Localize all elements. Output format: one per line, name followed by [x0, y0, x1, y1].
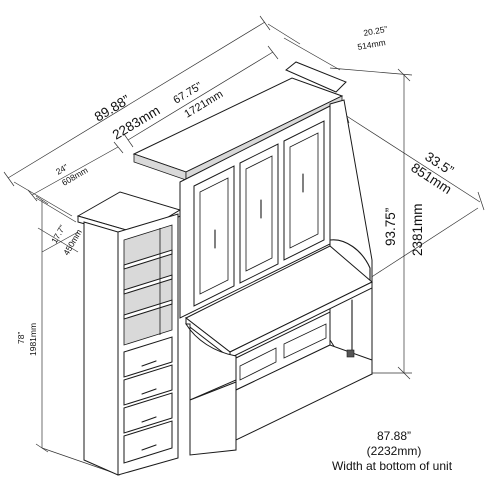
tower-depth-dimension-line — [37, 227, 79, 253]
cabinet-door — [239, 143, 279, 284]
tower-depth-in-label: 17.7” — [49, 223, 67, 245]
leg-bracket-icon — [346, 349, 355, 358]
crown-end-cap — [285, 61, 347, 93]
tower-drawer — [123, 392, 173, 434]
cabinet-side-panel — [329, 99, 373, 375]
upper-depth-mm-label: 514mm — [357, 37, 387, 52]
desk-side-skirt — [185, 323, 237, 401]
drawer-handle-icon — [141, 416, 157, 423]
wall-bed-cabinet — [132, 61, 373, 456]
tower-height-mm-label: 1981mm — [28, 323, 38, 356]
cabinet-door — [193, 165, 235, 307]
tower-drawer — [123, 336, 173, 378]
tower-drawer — [123, 420, 173, 464]
bottom-width-mm-label: (2232mm) — [367, 444, 422, 458]
dimension-lines — [3, 15, 485, 476]
upper-depth-dimension-line — [283, 37, 341, 71]
cabinet-base-front — [235, 344, 373, 441]
upper-depth-in-label: 20.25” — [363, 24, 389, 38]
drawer-handle-icon — [141, 444, 157, 451]
upper-width-dimension-line — [127, 51, 274, 141]
overall-width-dimension-line — [7, 21, 266, 179]
bottom-width-in-label: 87.88” — [377, 429, 411, 443]
tower-height-in-label: 78” — [16, 332, 26, 344]
drawer-handle-icon — [141, 388, 157, 395]
cabinet-base-side — [189, 381, 237, 456]
height-mm-label: 2381mm — [410, 203, 425, 256]
drawer-handle-icon — [141, 360, 157, 367]
desk-drawer — [239, 347, 277, 381]
storage-tower — [76, 191, 182, 476]
desk-drawer — [283, 323, 327, 359]
tower-drawer — [123, 364, 173, 406]
bottom-width-note: Width at bottom of unit — [332, 459, 453, 473]
tower-width-dimension-line — [31, 146, 119, 196]
depth-dimension-line — [344, 114, 481, 203]
height-in-label: 93.75” — [383, 208, 398, 246]
tower-side-panel — [83, 221, 119, 476]
cabinet-door — [283, 120, 325, 261]
